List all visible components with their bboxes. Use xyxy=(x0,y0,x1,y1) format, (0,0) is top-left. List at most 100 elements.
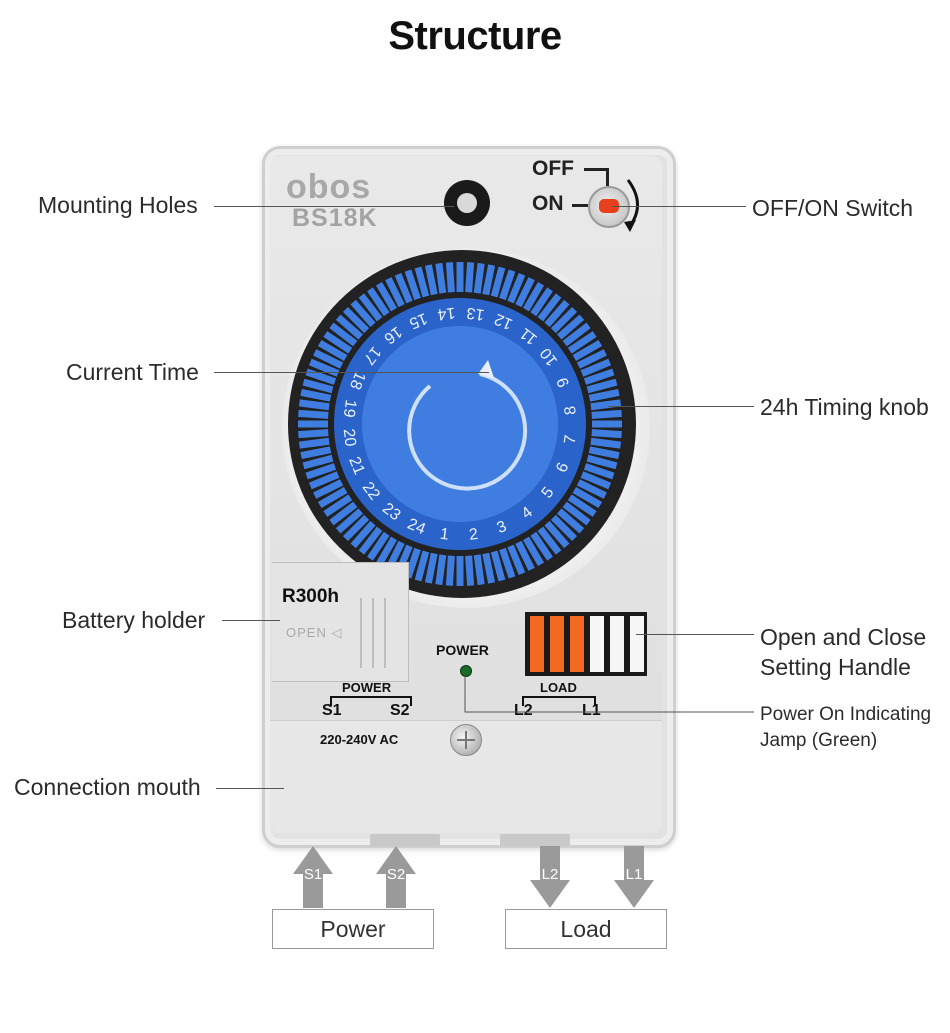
dial-segment[interactable] xyxy=(445,262,455,293)
dial-segment[interactable] xyxy=(588,388,620,402)
dial-segment[interactable] xyxy=(588,446,620,460)
dial-segment[interactable] xyxy=(445,555,455,586)
dial-segment[interactable] xyxy=(583,368,615,385)
dial-segment[interactable] xyxy=(562,501,591,526)
dial-segment[interactable] xyxy=(507,544,526,576)
dial-segment[interactable] xyxy=(544,299,570,328)
dial-segment[interactable] xyxy=(482,264,496,296)
dial-segment[interactable] xyxy=(465,262,475,293)
dial-segment[interactable] xyxy=(404,269,421,301)
dial-segment[interactable] xyxy=(317,486,348,509)
dial-segment[interactable] xyxy=(305,368,337,385)
setting-handle-orange[interactable] xyxy=(530,616,544,672)
dial-segment[interactable] xyxy=(590,437,622,449)
dial-segment[interactable] xyxy=(550,514,578,542)
dial-segment[interactable] xyxy=(580,358,612,377)
dial-segment[interactable] xyxy=(414,266,430,298)
dial-segment[interactable] xyxy=(583,463,615,480)
dial-segment[interactable] xyxy=(580,471,612,490)
dial-segment[interactable] xyxy=(435,554,447,586)
dial-segment[interactable] xyxy=(308,358,340,377)
dial-segment[interactable] xyxy=(490,550,506,582)
dial-segment[interactable] xyxy=(586,378,618,394)
dial-segment[interactable] xyxy=(424,264,438,296)
dial-segment[interactable] xyxy=(537,526,562,555)
dial-segment[interactable] xyxy=(576,349,607,369)
dial-segment[interactable] xyxy=(490,266,506,298)
dial-segment[interactable] xyxy=(300,388,332,402)
dial-segment[interactable] xyxy=(298,399,330,411)
dial-segment[interactable] xyxy=(586,454,618,470)
dial-segment[interactable] xyxy=(375,536,398,567)
dial-segment[interactable] xyxy=(323,331,353,354)
dial-segment[interactable] xyxy=(572,339,603,362)
dial-segment[interactable] xyxy=(300,446,332,460)
dial-segment[interactable] xyxy=(465,555,475,586)
dial-segment[interactable] xyxy=(313,479,344,499)
dial-segment[interactable] xyxy=(342,514,370,542)
dial-segment[interactable] xyxy=(404,547,421,579)
dial-segment[interactable] xyxy=(394,272,413,304)
dial-segment[interactable] xyxy=(313,349,344,369)
dial-segment[interactable] xyxy=(335,314,364,340)
dial-segment[interactable] xyxy=(537,293,562,322)
dial-segment[interactable] xyxy=(522,281,545,312)
dial-segment[interactable] xyxy=(335,508,364,534)
dial-segment[interactable] xyxy=(308,471,340,490)
dial-segment[interactable] xyxy=(591,409,622,419)
dial-segment[interactable] xyxy=(572,486,603,509)
dial-segment[interactable] xyxy=(375,281,398,312)
dial-segment[interactable] xyxy=(302,378,334,394)
dial-segment[interactable] xyxy=(435,262,447,294)
dial-segment[interactable] xyxy=(302,454,334,470)
dial-segment[interactable] xyxy=(522,536,545,567)
setting-handle-orange[interactable] xyxy=(550,616,564,672)
dial-segment[interactable] xyxy=(567,494,597,517)
dial-segment[interactable] xyxy=(350,520,376,549)
dial-segment[interactable] xyxy=(590,399,622,411)
dial-segment[interactable] xyxy=(342,306,370,334)
dial-segment[interactable] xyxy=(473,262,485,294)
dial-segment[interactable] xyxy=(385,277,405,308)
dial-segment[interactable] xyxy=(367,287,390,317)
dial-segment[interactable] xyxy=(507,272,526,304)
dial-segment[interactable] xyxy=(591,429,622,439)
dial-segment[interactable] xyxy=(576,479,607,499)
dial-segment[interactable] xyxy=(515,540,535,571)
dial-segment[interactable] xyxy=(530,287,553,317)
dial-segment[interactable] xyxy=(562,322,591,347)
dial-segment[interactable] xyxy=(424,552,438,584)
setting-handle-white[interactable] xyxy=(610,616,624,672)
dial-segment[interactable] xyxy=(317,339,348,362)
dial-segment[interactable] xyxy=(473,554,485,586)
off-on-switch[interactable] xyxy=(588,186,630,228)
setting-handle-orange[interactable] xyxy=(570,616,584,672)
dial-segment[interactable] xyxy=(515,277,535,308)
dial-segment[interactable] xyxy=(358,293,383,322)
dial-segment[interactable] xyxy=(323,494,353,517)
dial-segment[interactable] xyxy=(305,463,337,480)
dial-segment[interactable] xyxy=(298,409,329,419)
dial-segment[interactable] xyxy=(358,526,383,555)
setting-handles[interactable] xyxy=(525,612,647,676)
dial-segment[interactable] xyxy=(350,299,376,328)
dial-segment[interactable] xyxy=(544,520,570,549)
dial-segment[interactable] xyxy=(499,269,516,301)
dial-segment[interactable] xyxy=(556,314,585,340)
dial-segment[interactable] xyxy=(414,550,430,582)
dial-segments[interactable] xyxy=(298,262,622,586)
dial-segment[interactable] xyxy=(550,306,578,334)
dial-segment[interactable] xyxy=(329,322,358,347)
dial-segment[interactable] xyxy=(556,508,585,534)
dial-segment[interactable] xyxy=(482,552,496,584)
dial-segment[interactable] xyxy=(298,429,329,439)
battery-holder[interactable] xyxy=(272,562,409,682)
dial-segment[interactable] xyxy=(329,501,358,526)
dial-segment[interactable] xyxy=(530,531,553,561)
dial-segment[interactable] xyxy=(298,437,330,449)
dial-segment[interactable] xyxy=(499,547,516,579)
dial-segment[interactable] xyxy=(567,331,597,354)
setting-handle-white[interactable] xyxy=(590,616,604,672)
setting-handle-white[interactable] xyxy=(630,616,644,672)
